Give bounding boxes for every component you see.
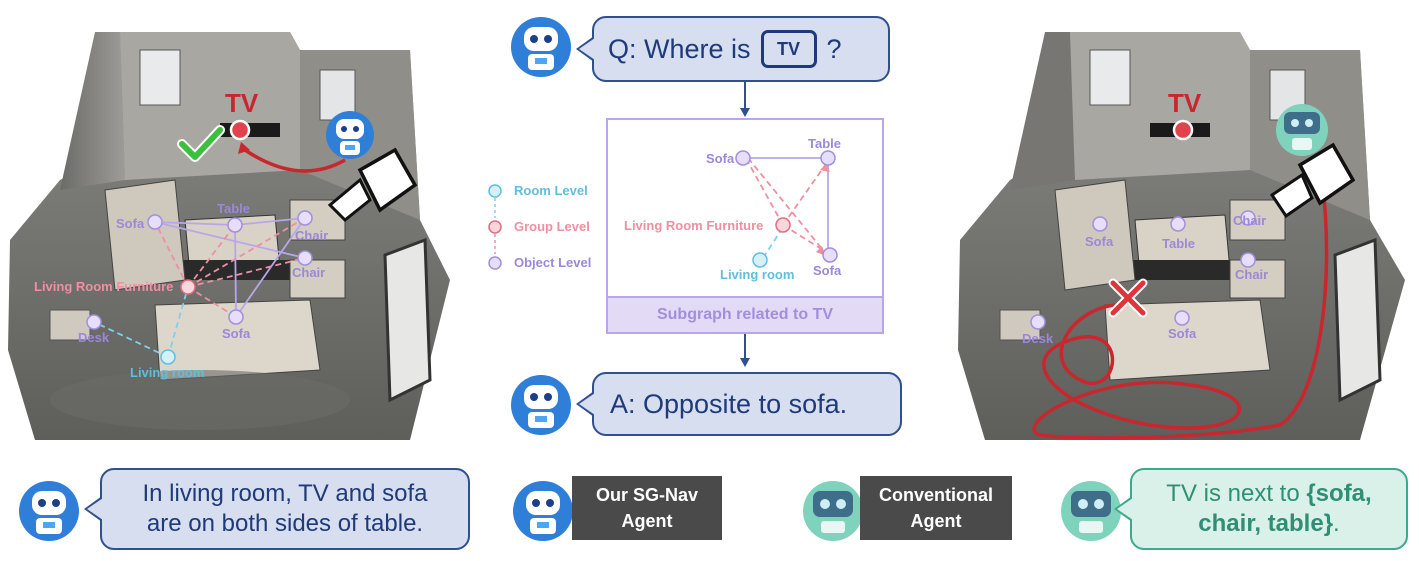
tv-marker [1172,119,1194,141]
robot-icon [19,481,79,541]
legend: Room Level Group Level Object Level [478,178,608,278]
label-sofa: Sofa [222,326,251,341]
window [139,49,181,106]
label-sofa: Sofa [116,216,145,231]
right-scene: TV Sofa Table Chair Chair Desk Sofa [950,20,1419,445]
label-sofa: Sofa [813,263,842,278]
subgraph-panel: Sofa Table Living Room Furniture Living … [606,118,884,334]
node-chair [297,210,313,226]
label-chair: Chair [1235,267,1268,282]
label-furniture: Living Room Furniture [34,279,173,294]
answer-plain: . [1333,510,1340,537]
camera-icon [327,147,418,223]
label-table: Table [217,201,250,216]
node-furniture [180,279,196,295]
robot-icon [1061,481,1121,541]
label-chair: Chair [1233,213,1266,228]
wandering-path [1032,179,1329,440]
label-living-room: Living room [130,365,204,380]
answer-bold: chair, table} [1198,510,1334,537]
scene-description-bubble: In living room, TV and sofa are on both … [84,468,470,550]
agent-path [244,148,346,173]
label-living-room: Living room [720,267,794,282]
question-prefix: Q: Where is [608,33,751,64]
label-sofa: Sofa [1085,234,1114,249]
node-chair [297,250,313,266]
label-table: Table [808,136,841,151]
robot-icon [511,17,571,77]
answer-bubble: A: Opposite to sofa. [576,372,902,436]
tv-icon: TV [760,30,817,68]
legend-room-level: Room Level [514,183,588,198]
left-scene: TV Sofa Table Chair Chair Living Room Fu… [0,20,460,445]
question-bubble: Q: Where is TV ? [576,16,890,82]
our-agent-label: Our SG-Nav Agent [572,476,722,540]
cross-icon [1108,278,1148,318]
label-table: Table [1162,236,1195,251]
answer-plain: TV is next to [1166,480,1307,507]
label-desk: Desk [1022,331,1054,346]
node-table [227,217,243,233]
answer-bold: {sofa, [1306,480,1372,507]
label-chair: Chair [292,265,325,280]
node-living-room [160,349,176,365]
down-arrow-icon [740,334,750,367]
description-line2: are on both sides of table. [146,510,424,537]
check-icon [179,127,223,160]
label-furniture: Living Room Furniture [624,218,763,233]
robot-icon [513,481,573,541]
node-desk [86,314,102,330]
legend-object-level: Object Level [514,255,592,270]
node-sofa [228,309,244,325]
robot-icon [1276,104,1328,156]
tv-label: TV [1168,88,1202,118]
answer-text: A: Opposite to sofa. [610,388,848,419]
robot-icon [326,111,374,159]
question-suffix: ? [826,33,842,64]
description-line1: In living room, TV and sofa [142,480,428,507]
legend-group-level: Group Level [514,219,590,234]
label-sofa: Sofa [1168,326,1197,341]
label-sofa: Sofa [706,151,735,166]
conventional-answer-bubble: TV is next to {sofa, chair, table}. [1114,468,1408,550]
conventional-agent-label: Conventional Agent [860,476,1012,540]
node-sofa [147,214,163,230]
camera-icon [1269,142,1356,219]
label-desk: Desk [78,330,110,345]
label-chair: Chair [295,228,328,243]
down-arrow-icon [740,82,750,117]
robot-icon [511,375,571,435]
tv-label: TV [225,88,259,118]
subgraph-caption: Subgraph related to TV [608,296,882,332]
tv-marker [229,119,251,141]
robot-icon [803,481,863,541]
